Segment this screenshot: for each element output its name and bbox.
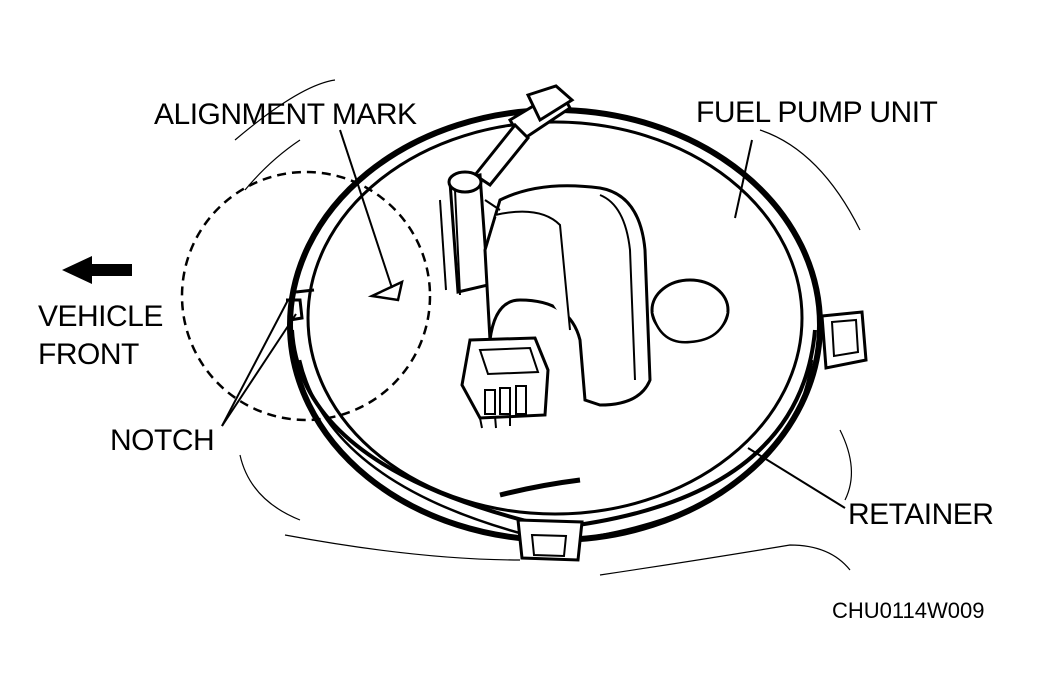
- leader-notch-2: [221, 313, 297, 427]
- leader-lines: [221, 129, 846, 509]
- retainer-tab-bottom: [516, 518, 584, 562]
- label-notch: NOTCH: [110, 424, 214, 457]
- electrical-connector: [460, 336, 550, 429]
- label-alignment-mark: ALIGNMENT MARK: [154, 98, 417, 131]
- figure-code: CHU0114W009: [832, 598, 984, 623]
- notch-mark: [286, 288, 315, 322]
- alignment-mark-triangle: [367, 279, 404, 302]
- leader-fuel-pump-unit: [734, 139, 753, 219]
- label-retainer: RETAINER: [848, 498, 993, 531]
- leader-notch-1: [221, 299, 289, 427]
- fuel-pipe: [439, 84, 575, 296]
- label-front: FRONT: [38, 338, 139, 371]
- retainer-tab-right: [820, 310, 868, 370]
- arrow-left-icon: [62, 256, 132, 284]
- leader-retainer: [747, 447, 846, 509]
- retainer-ring: [287, 107, 823, 544]
- detail-circle: [180, 170, 432, 422]
- tank-contours: [234, 79, 861, 576]
- label-fuel-pump-unit: FUEL PUMP UNIT: [696, 96, 938, 129]
- pump-housing: [483, 184, 652, 407]
- round-cap: [650, 278, 730, 344]
- leader-alignment-mark: [339, 129, 393, 289]
- label-vehicle: VEHICLE: [38, 300, 163, 333]
